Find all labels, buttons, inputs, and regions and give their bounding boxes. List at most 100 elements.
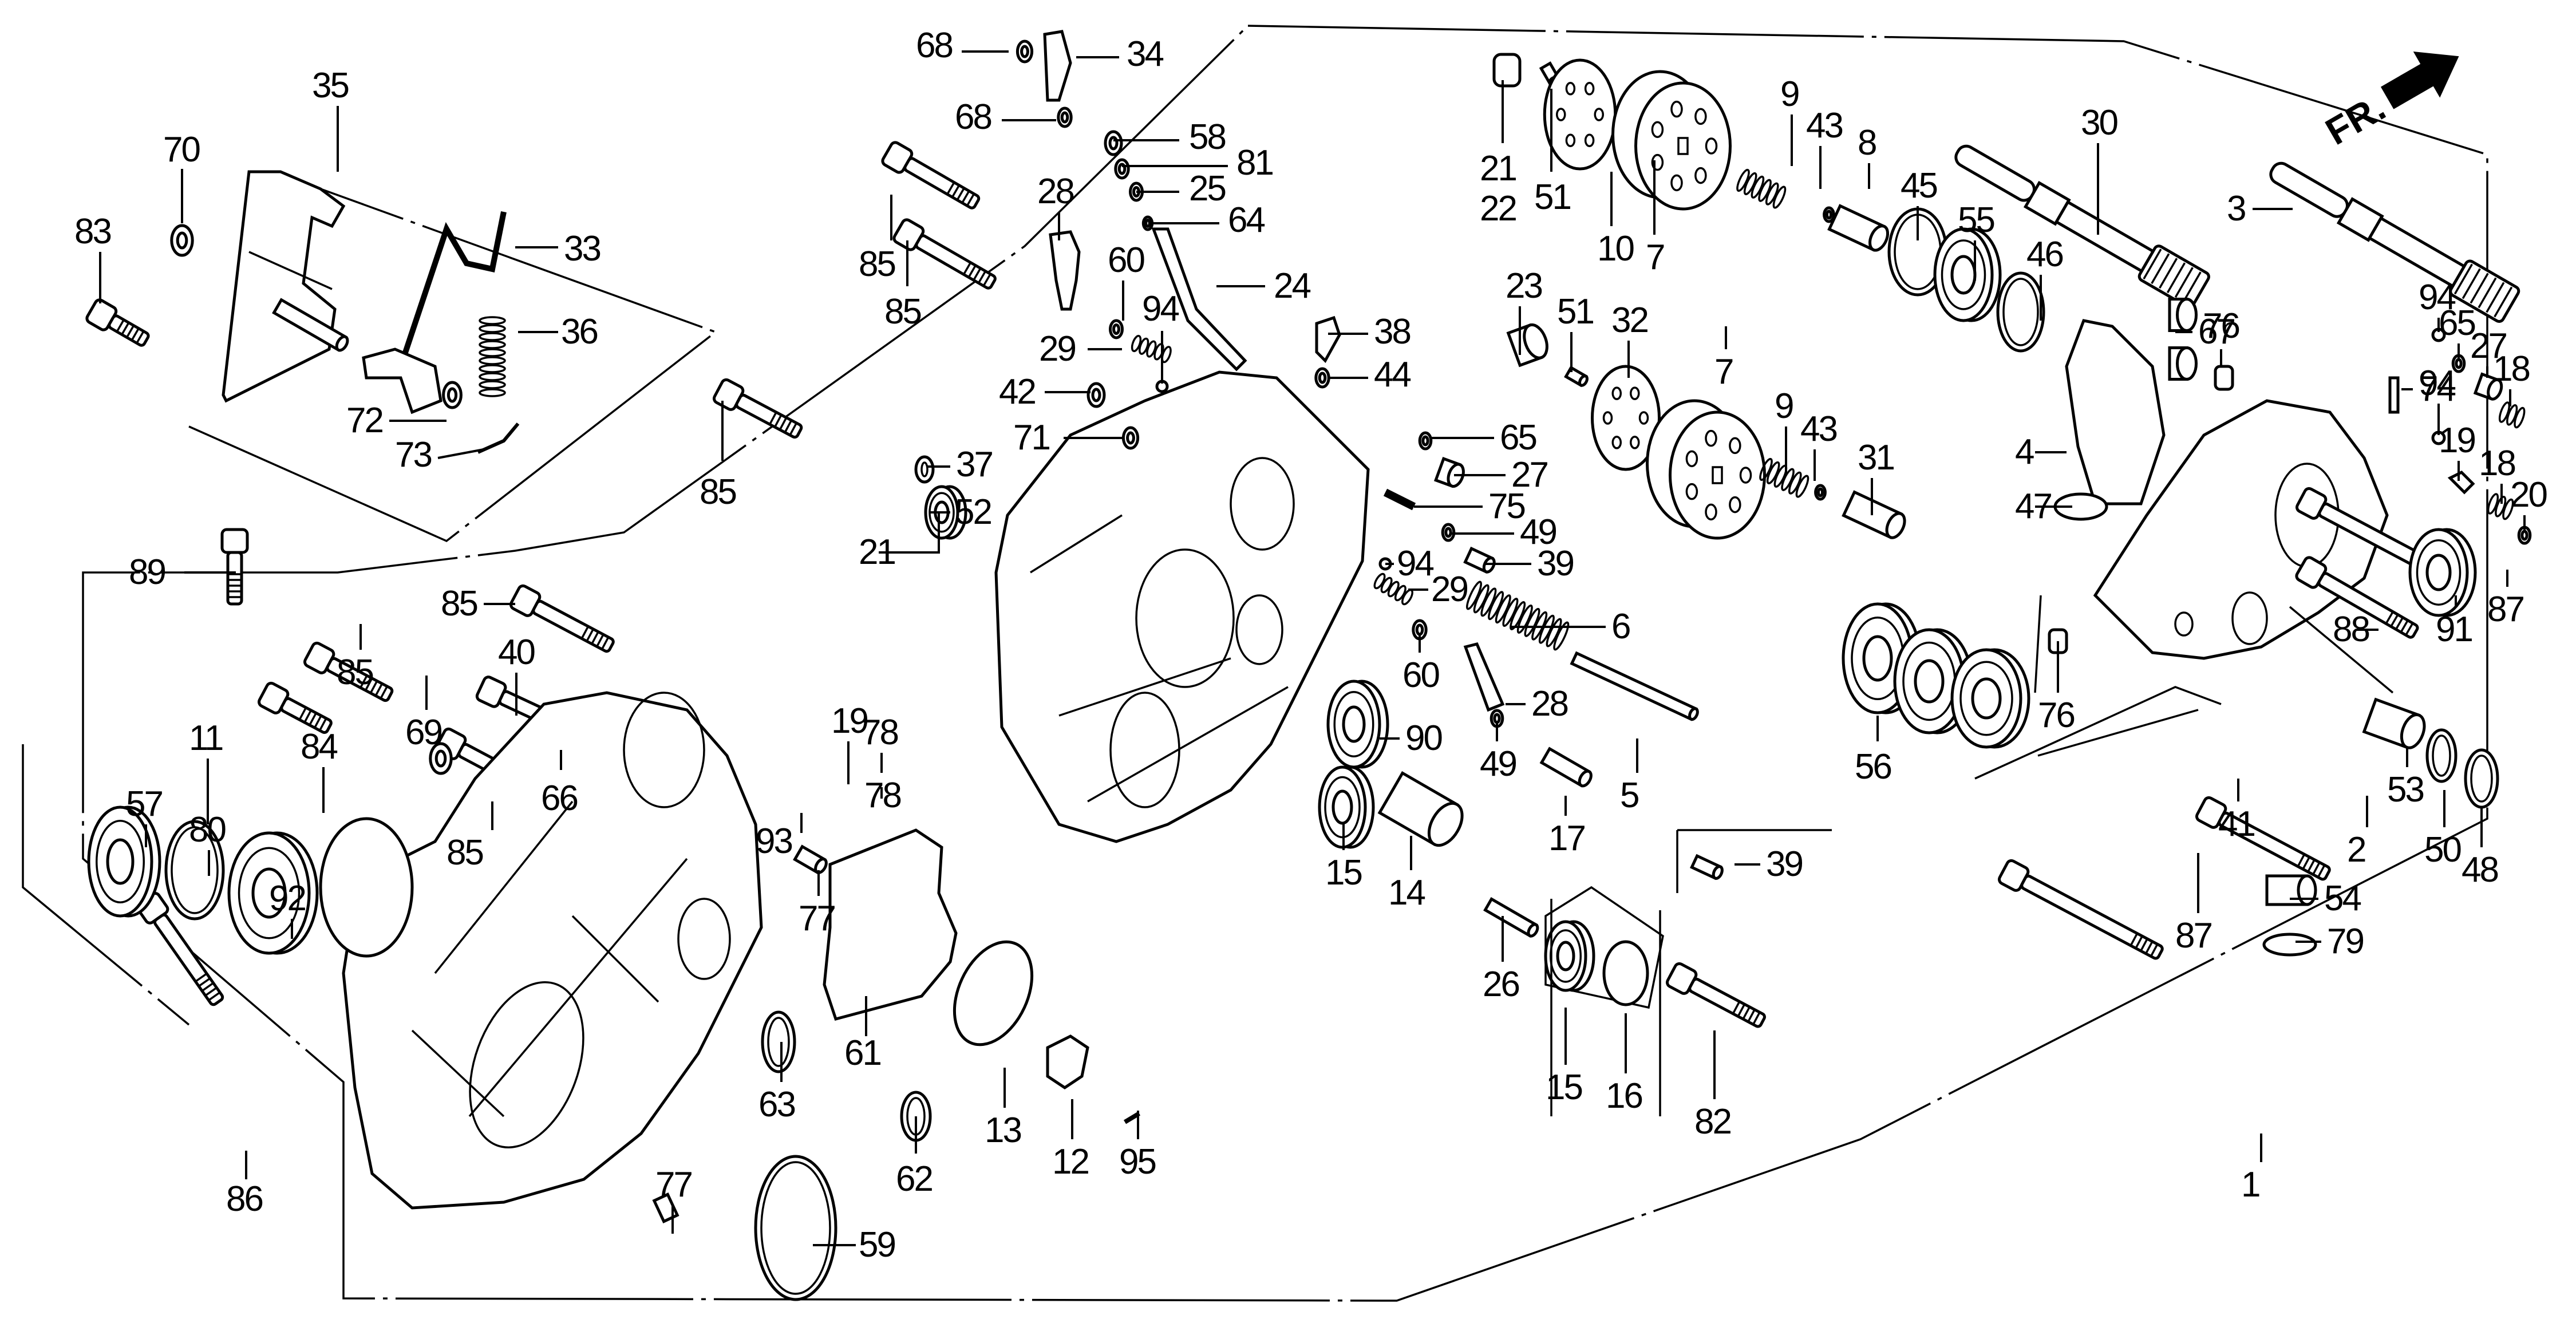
seal-48 [2464, 748, 2499, 809]
callout-label-91: 91 [2436, 610, 2472, 649]
front-direction-marker: FR. [2318, 52, 2459, 153]
callout-label-11: 11 [189, 718, 223, 758]
shaft-3 [2269, 161, 2520, 323]
spring-washer-79 [2262, 933, 2317, 957]
callout-label-15: 15 [1325, 853, 1361, 892]
callout-label-82: 82 [1694, 1102, 1730, 1142]
snap-ring-37 [914, 455, 935, 484]
o-ring-59 [754, 1155, 837, 1301]
callout-label-62: 62 [896, 1159, 932, 1199]
bolt-86 [136, 892, 224, 1006]
cover-ribs [411, 800, 688, 1117]
bolt-87b [1997, 859, 2164, 960]
callout-label-65: 65 [1500, 418, 1536, 457]
bolt-85a [712, 378, 803, 439]
cover-side-boss [677, 898, 731, 980]
callout-label-77: 77 [799, 899, 835, 938]
bolt-82 [1665, 962, 1766, 1028]
callout-label-39: 39 [1766, 844, 1802, 884]
inner-rotor-12 [1046, 1034, 1089, 1090]
front-direction-arrow-icon [2380, 52, 2459, 109]
callout-label-63: 63 [758, 1085, 795, 1124]
callout-label-86: 86 [226, 1179, 262, 1219]
callout-label-93: 93 [756, 822, 792, 861]
callout-label-60: 60 [1402, 655, 1439, 695]
callout-label-87: 87 [2175, 916, 2211, 955]
port-plate-32 [1591, 365, 1661, 471]
spring-9b [1759, 457, 1809, 498]
shift-rod [398, 211, 507, 368]
bearing-56a [1842, 602, 1922, 714]
bearing-90 [1326, 680, 1389, 769]
sleeve-14 [1377, 771, 1464, 847]
bearing-91 [2408, 528, 2477, 617]
callout-label-81: 81 [1236, 143, 1273, 183]
thrust-bearing-55 [1933, 227, 2002, 322]
callout-label-39: 39 [1537, 544, 1573, 583]
bolt-89 [220, 528, 249, 606]
bearing-56b [1893, 628, 1973, 734]
swash-arm-4 [2065, 319, 2166, 505]
bolt-85b [303, 641, 394, 702]
callout-label-21: 21 [1480, 149, 1516, 188]
sub-group-bracket [1550, 829, 1832, 1116]
callout-label-76: 76 [2038, 696, 2074, 735]
callout-label-49: 49 [1480, 744, 1516, 784]
callout-label-14: 14 [1388, 873, 1425, 913]
callout-label-34: 34 [1127, 34, 1163, 74]
fitting-39a [1463, 546, 1496, 574]
callout-label-47: 47 [2015, 487, 2051, 526]
callout-label-78: 78 [864, 776, 900, 815]
callout-label-9: 9 [1775, 386, 1793, 426]
callout-label-60: 60 [1108, 240, 1144, 280]
callout-label-37: 37 [956, 445, 992, 484]
callout-label-85: 85 [447, 833, 483, 872]
callout-label-49: 49 [1520, 512, 1556, 552]
callout-label-7: 7 [1646, 238, 1664, 277]
callout-label-67: 67 [2198, 312, 2234, 352]
callout-label-85: 85 [859, 244, 895, 284]
callout-label-26: 26 [1483, 965, 1519, 1004]
spring-29a [1131, 334, 1172, 364]
lever-34 [1043, 30, 1072, 102]
spring-18b [2487, 493, 2514, 520]
callout-label-17: 17 [1548, 819, 1585, 858]
callout-label-94: 94 [1142, 289, 1179, 329]
callout-label-56: 56 [1855, 747, 1891, 787]
bolt-85c [509, 584, 615, 653]
callout-label-79: 79 [2327, 922, 2363, 961]
fr-label: FR. [2318, 86, 2392, 153]
leader-line-73 [437, 448, 484, 459]
washer-42 [1086, 382, 1106, 408]
seal-bracket [1544, 886, 1664, 1009]
bushing-67a [2168, 298, 2198, 332]
leader-lines [99, 50, 2526, 1246]
pin-5 [1570, 651, 1699, 721]
callout-label-57: 57 [126, 784, 162, 824]
callout-label-19: 19 [2439, 421, 2475, 460]
pin-51b [1564, 365, 1589, 388]
callout-label-10: 10 [1597, 229, 1634, 268]
callout-label-29: 29 [1431, 570, 1467, 609]
cover-upper-boss [623, 692, 705, 808]
spring-18a [2498, 401, 2526, 429]
callout-label-20: 20 [2510, 475, 2547, 515]
callout-label-27: 27 [2470, 326, 2506, 366]
group-brackets-right [1974, 595, 2394, 780]
pin-74 [2388, 376, 2400, 414]
bearing-92 [227, 831, 319, 955]
callout-label-44: 44 [1374, 355, 1411, 394]
callout-label-7: 7 [1714, 352, 1733, 392]
callout-label-27: 27 [1511, 455, 1547, 495]
snap-ring-50 [2425, 728, 2458, 783]
callout-label-58: 58 [1189, 117, 1225, 157]
pin-26 [1483, 897, 1539, 938]
callout-label-55: 55 [1958, 200, 1994, 240]
callout-label-52: 52 [955, 492, 991, 532]
cap-16 [1602, 940, 1649, 1006]
bearing-56c [1950, 648, 2030, 749]
callout-label-1: 1 [2241, 1165, 2259, 1204]
gasket-61 [823, 828, 958, 1021]
callout-label-48: 48 [2462, 850, 2498, 890]
nut-68b [1057, 106, 1073, 128]
